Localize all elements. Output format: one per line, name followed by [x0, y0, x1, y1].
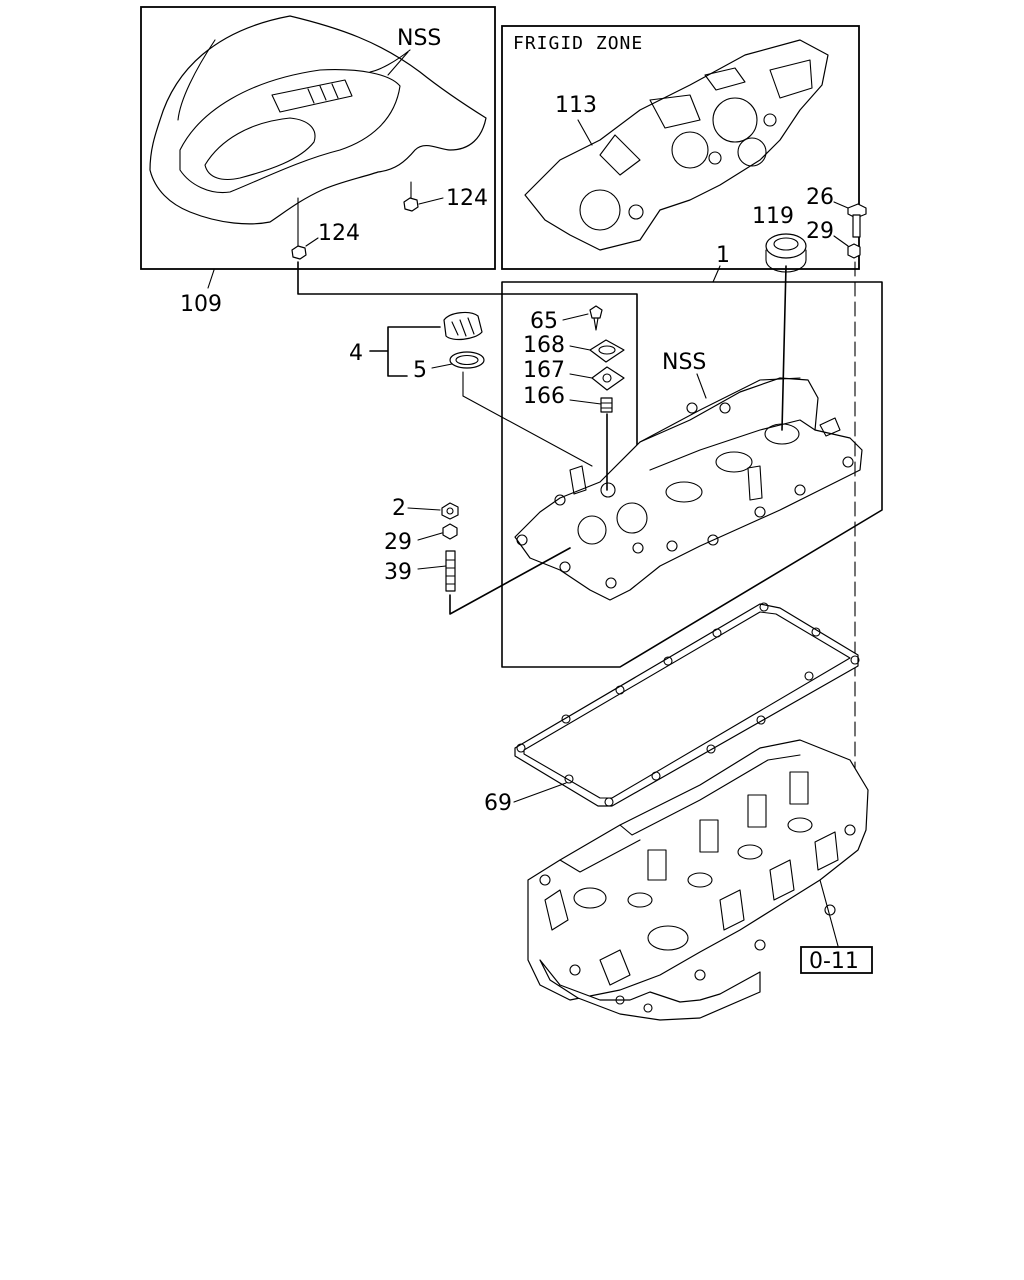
label-69: 69 — [484, 791, 512, 816]
label-119: 119 — [752, 204, 794, 229]
label-124-left: 124 — [318, 221, 360, 246]
label-29-top: 29 — [806, 219, 834, 244]
label-113: 113 — [555, 93, 597, 118]
cover-168-icon — [589, 339, 625, 363]
label-124-right: 124 — [446, 186, 488, 211]
diaphragm-167-icon — [591, 366, 625, 391]
label-166: 166 — [523, 384, 565, 409]
washer-29-top-icon — [847, 243, 861, 259]
label-2: 2 — [392, 496, 406, 521]
reference-box-0-11 — [800, 946, 873, 974]
spring-166-icon — [600, 397, 613, 413]
cylinder-head-cover-assembly: 1 NSS — [297, 185, 883, 801]
label-0-11: 0-11 — [809, 949, 859, 974]
bolt-26-icon — [847, 203, 867, 238]
label-29-left: 29 — [384, 530, 412, 555]
label-39: 39 — [384, 560, 412, 585]
oil-seal-119-icon — [765, 233, 807, 273]
label-167: 167 — [523, 358, 565, 383]
oil-filler-cap-4-icon — [443, 311, 483, 341]
cylinder-head: 0-11 — [527, 739, 873, 1021]
nss-label-cover-inset: NSS — [397, 26, 441, 51]
nut-124-right-icon — [403, 181, 419, 212]
bolt-65-icon — [589, 305, 603, 331]
gasket-5-icon — [449, 351, 485, 369]
gasket-69: 69 — [484, 602, 860, 816]
washer-29-left-icon — [442, 523, 458, 540]
label-5: 5 — [413, 358, 427, 383]
label-109: 109 — [180, 292, 222, 317]
label-4: 4 — [349, 341, 363, 366]
nut-2-icon — [441, 502, 459, 520]
label-26: 26 — [806, 185, 834, 210]
label-1: 1 — [716, 243, 730, 268]
nut-124-left-icon — [291, 197, 307, 260]
label-168: 168 — [523, 333, 565, 358]
frigid-zone-inset: FRIGID ZONE 113 — [501, 25, 860, 270]
stud-39-icon — [445, 550, 456, 592]
label-65: 65 — [530, 309, 558, 334]
engine-cover-inset: NSS 124 124 109 — [140, 6, 496, 317]
frigid-zone-title: FRIGID ZONE — [513, 33, 643, 54]
nss-label-cover: NSS — [662, 350, 706, 375]
